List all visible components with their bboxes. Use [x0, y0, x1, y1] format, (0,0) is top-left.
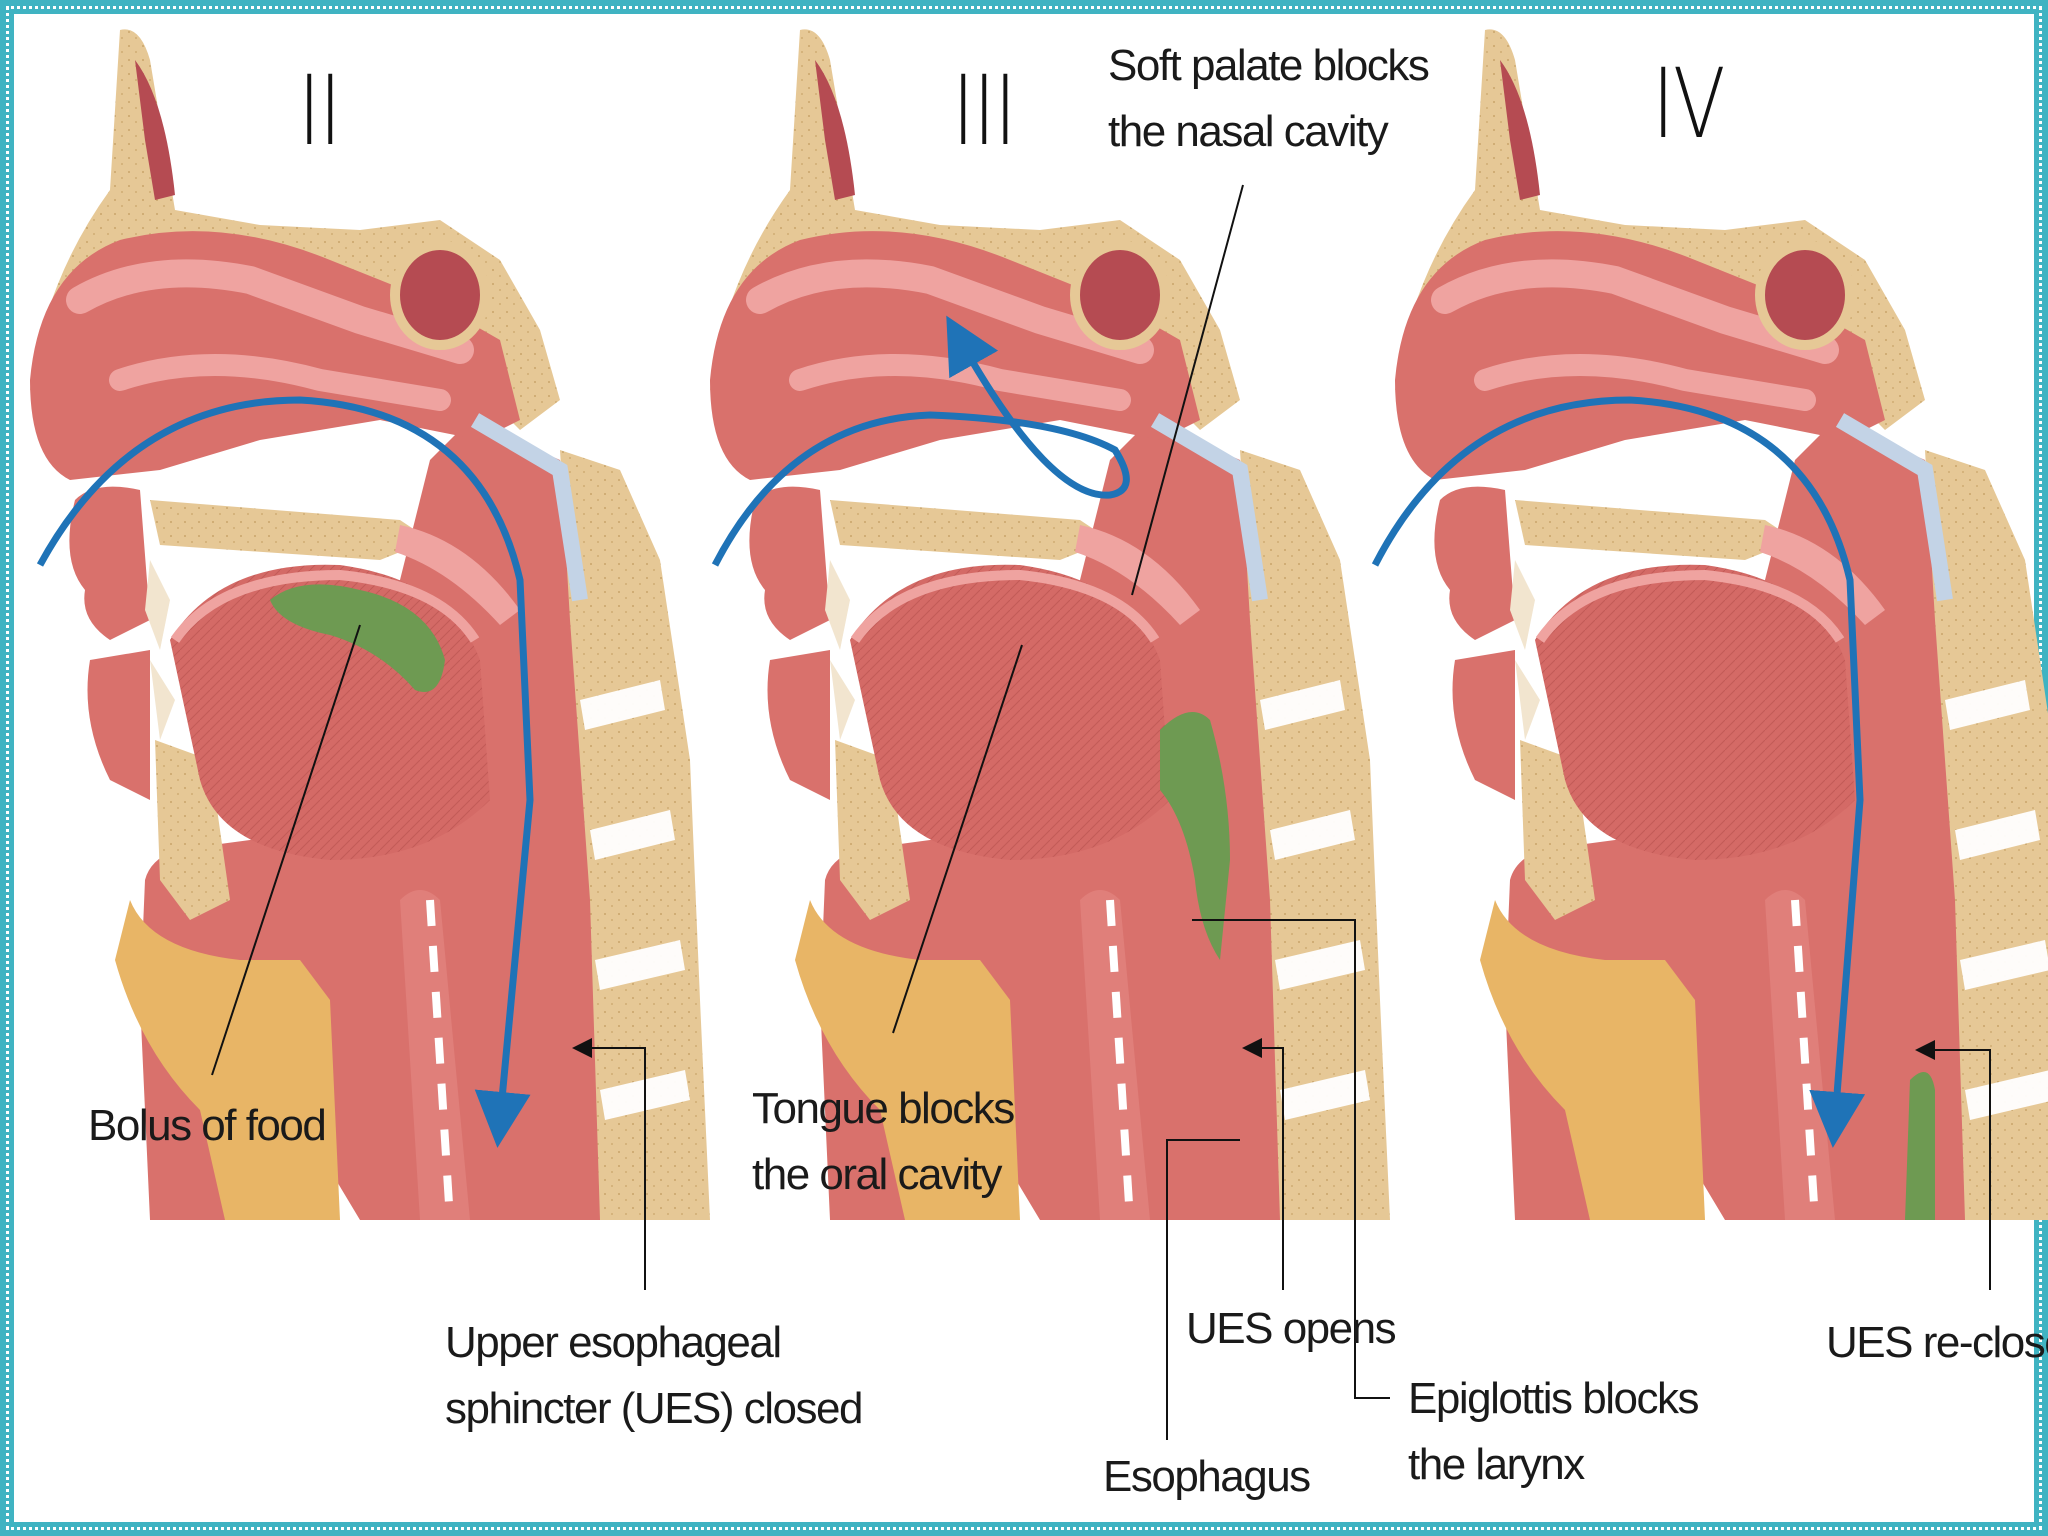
label-epiglottis: Epiglottis blocks the larynx — [1408, 1366, 1698, 1498]
panel-numeral-4: IV — [1652, 48, 1724, 160]
bolus-panel-4 — [1905, 1072, 1935, 1220]
label-esophagus: Esophagus — [1103, 1444, 1310, 1510]
panel-numeral-3: III — [952, 55, 1015, 167]
label-ues-recloses: UES re-closes — [1826, 1310, 2048, 1376]
label-tongue: Tongue blocks the oral cavity — [752, 1076, 1014, 1208]
panel-numeral-2: II — [298, 55, 340, 167]
label-soft-palate: Soft palate blocks the nasal cavity — [1108, 33, 1428, 165]
label-bolus-of-food: Bolus of food — [88, 1093, 325, 1159]
label-ues-closed: Upper esophageal sphincter (UES) closed — [445, 1310, 862, 1442]
label-ues-opens: UES opens — [1186, 1296, 1395, 1362]
